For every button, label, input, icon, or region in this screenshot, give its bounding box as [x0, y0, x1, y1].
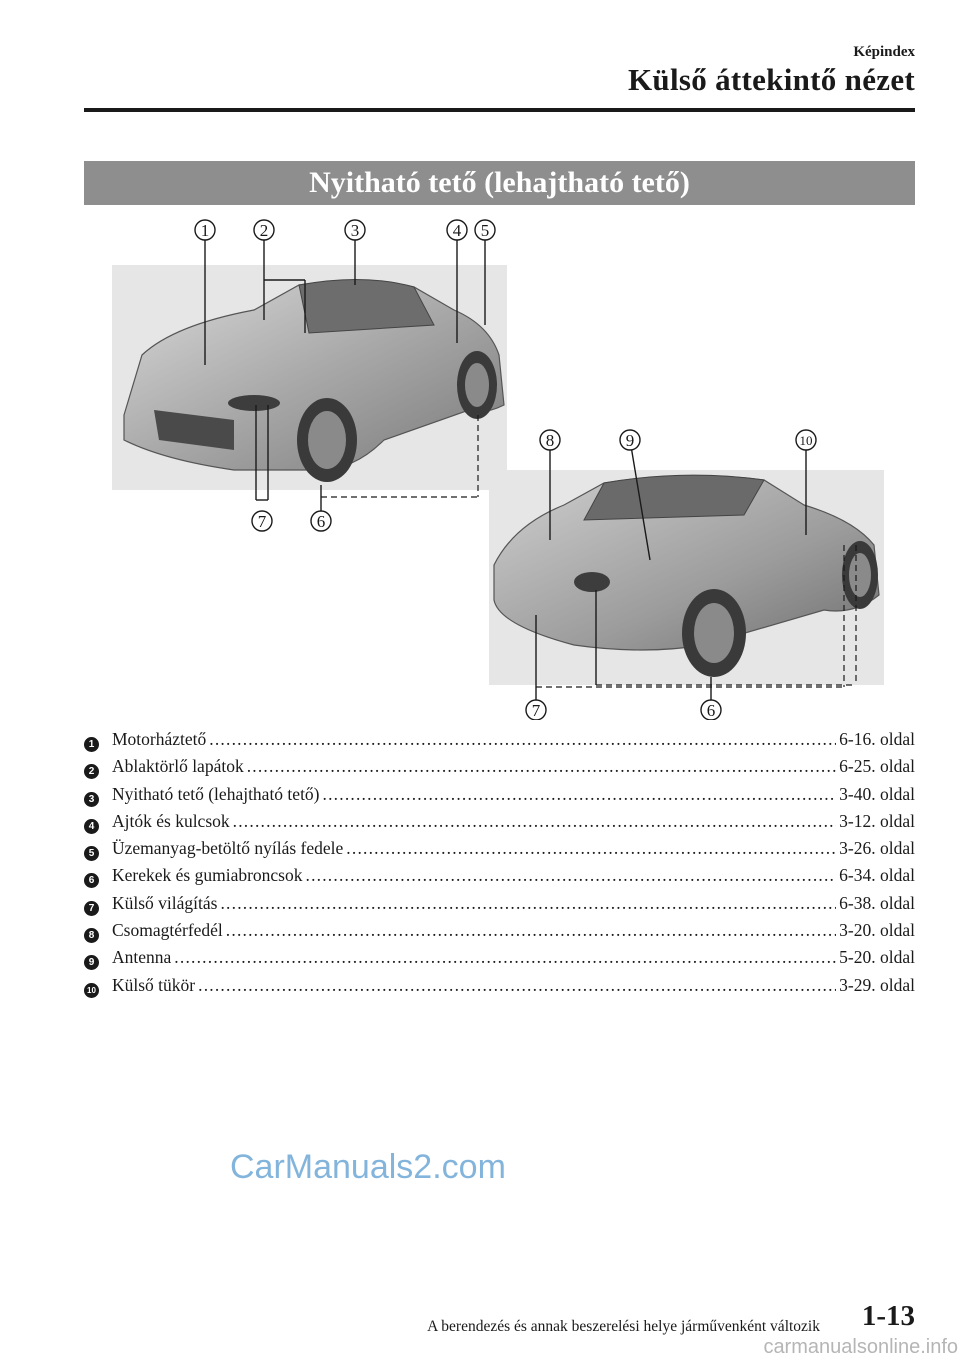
watermark-text[interactable]: CarManuals2.com [230, 1148, 506, 1186]
callout-number: 6 [317, 512, 326, 531]
legend-page-ref[interactable]: 5-20. oldal [839, 947, 915, 968]
legend-label: Külső világítás [112, 892, 218, 913]
leader-lines [204, 239, 807, 700]
callout-8: 8 [539, 429, 561, 451]
legend-label: Nyitható tető (lehajtható tető) [112, 783, 320, 804]
header-title: Külső áttekintő nézet [628, 62, 915, 97]
callout-number: 10 [800, 433, 813, 448]
callout-number: 7 [532, 701, 541, 720]
legend-page-ref[interactable]: 6-25. oldal [839, 756, 915, 777]
legend-page-ref[interactable]: 6-34. oldal [839, 865, 915, 886]
callout-1: 1 [194, 219, 216, 241]
legend-page-ref[interactable]: 3-20. oldal [839, 920, 915, 941]
callout-number: 1 [201, 221, 210, 240]
car-illustration: 1 2 3 4 5 7 6 8 9 10 7 6 [112, 219, 884, 720]
dashed-leaders [321, 415, 857, 688]
legend-label: Csomagtérfedél [112, 920, 223, 941]
legend-row: 10 Külső tükör 3-29. oldal [84, 975, 915, 1002]
legend-number: 3 [84, 791, 99, 807]
legend-number: 7 [84, 900, 99, 916]
legend-page-ref[interactable]: 3-40. oldal [839, 783, 915, 804]
callout-number: 5 [481, 221, 490, 240]
section-banner: Nyitható tető (lehajtható tető) [84, 161, 915, 205]
footer-watermark[interactable]: carmanualsonline.info [763, 1336, 958, 1358]
legend-number: 6 [84, 873, 99, 889]
legend-page-ref[interactable]: 6-38. oldal [839, 892, 915, 913]
front-car [123, 278, 505, 482]
legend-page-ref[interactable]: 6-16. oldal [839, 729, 915, 749]
rear-car [493, 474, 880, 677]
legend-page-ref[interactable]: 3-12. oldal [839, 810, 915, 831]
legend-row: 3 Nyitható tető (lehajtható tető) 3-40. ol… [84, 784, 915, 811]
legend-number: 1 [84, 737, 99, 752]
legend-label: Kerekek és gumiabroncsok [112, 865, 303, 886]
callout-number: 3 [351, 221, 360, 240]
legend-number: 5 [84, 846, 99, 862]
callout-7-rear: 7 [525, 699, 547, 720]
legend-label: Külső tükör [112, 974, 196, 995]
legend-row: 4 Ajtók és kulcsok 3-12. oldal [84, 811, 915, 838]
legend-label: Ajtók és kulcsok [112, 810, 230, 831]
legend-row: 2 Ablaktörlő lapátok 6-25. oldal [84, 756, 915, 783]
callout-10: 10 [795, 429, 817, 451]
callout-labels: 1 2 3 4 5 7 6 8 9 10 7 6 [194, 219, 817, 720]
callout-6-rear: 6 [700, 699, 722, 720]
callout-number: 6 [707, 701, 716, 720]
callout-2: 2 [253, 219, 275, 241]
legend-number: 8 [84, 928, 99, 944]
legend-row: 1 Motorháztető 6-16. oldal [84, 729, 915, 756]
page-number: 1-13 [861, 1300, 915, 1332]
legend-number: 2 [84, 764, 99, 780]
legend-label: Antenna [112, 947, 172, 968]
callout-9: 9 [619, 429, 641, 451]
legend-number: 4 [84, 818, 99, 834]
header-rule [84, 108, 915, 112]
callout-number: 9 [626, 431, 635, 450]
legend-row: 8 Csomagtérfedél 3-20. oldal [84, 920, 915, 947]
legend-list: 1 Motorháztető 6-16. oldal 2 Ablaktörlő lap… [84, 729, 915, 1002]
legend-row: 6 Kerekek és gumiabroncsok 6-34. oldal [84, 865, 915, 892]
header-section: Képindex [853, 44, 915, 60]
legend-label: Ablaktörlő lapátok [112, 756, 244, 777]
callout-7-front: 7 [251, 510, 273, 532]
legend-number: 9 [84, 955, 99, 971]
legend-number: 10 [84, 982, 99, 998]
callout-number: 2 [260, 221, 269, 240]
legend-label: Üzemanyag-betöltő nyílás fedele [112, 838, 344, 859]
callout-number: 7 [258, 512, 267, 531]
callout-number: 8 [546, 431, 555, 450]
legend-row: 5 Üzemanyag-betöltő nyílás fedele 3-26. ol… [84, 838, 915, 865]
legend-page-ref[interactable]: 3-29. oldal [839, 974, 915, 995]
legend-page-ref[interactable]: 3-26. oldal [839, 838, 915, 859]
callout-5: 5 [474, 219, 496, 241]
callout-number: 4 [453, 221, 462, 240]
callout-4: 4 [446, 219, 468, 241]
callout-3: 3 [344, 219, 366, 241]
callout-6-front: 6 [310, 510, 332, 532]
legend-label: Motorháztető [112, 729, 207, 749]
legend-row: 9 Antenna 5-20. oldal [84, 947, 915, 974]
footer-note: A berendezés és annak beszerelési helye … [427, 1318, 820, 1335]
legend-row: 7 Külső világítás 6-38. oldal [84, 893, 915, 920]
